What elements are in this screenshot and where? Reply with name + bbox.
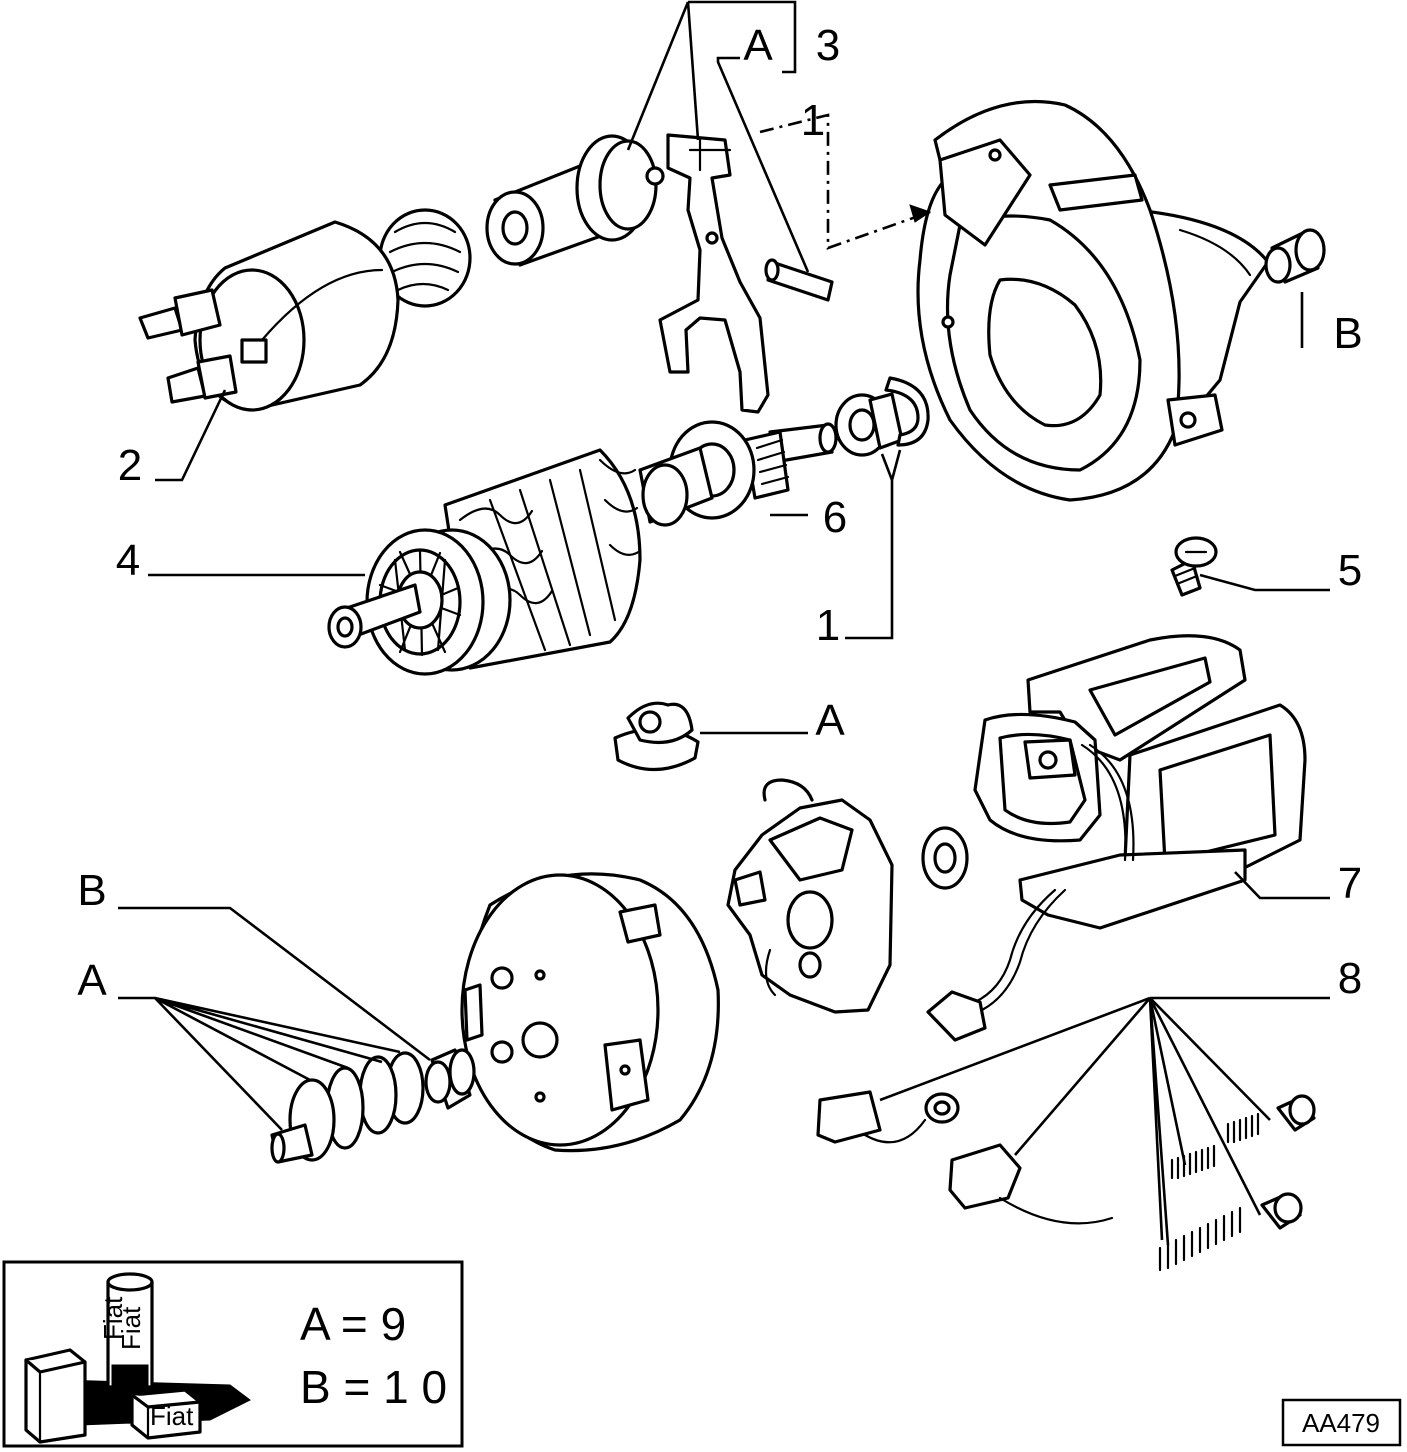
callout-2: 2 (118, 441, 142, 490)
brush-holder-plate (726, 778, 894, 1014)
lever-pivot-pin (764, 258, 834, 302)
armature-assembly (327, 420, 838, 676)
callout-b-left: B (77, 866, 106, 915)
drive-end-bushing (1264, 228, 1326, 284)
callout-8: 8 (1338, 954, 1362, 1003)
drive-end-housing (916, 99, 1270, 502)
can-brand-label-1: Fiat (98, 1296, 128, 1340)
callout-b-right: B (1333, 309, 1362, 358)
can-brand-label-2: Fiat (116, 1306, 146, 1350)
stop-ring-and-circlip (834, 376, 930, 457)
reference-code: AA479 (1302, 1408, 1380, 1438)
commutator-end-bushing-and-shims (270, 1048, 476, 1164)
commutator-end-cover (460, 872, 720, 1153)
callout-1-top: 1 (801, 96, 825, 145)
callout-3: 3 (816, 21, 840, 70)
box-brand-label: Fiat (150, 1401, 194, 1431)
legend-line-b: B = 1 0 (300, 1361, 447, 1413)
legend-line-a: A = 9 (300, 1298, 406, 1350)
callout-a-middle: A (815, 696, 845, 745)
lubricant-legend: Fiat Fiat Fiat A = 9 B = 1 0 (2, 1260, 464, 1448)
callout-a-left: A (77, 956, 107, 1005)
drive-fork-lever (658, 133, 770, 414)
callout-6: 6 (823, 493, 847, 542)
solenoid-plunger (485, 134, 665, 267)
callout-1: 1 (816, 601, 840, 650)
field-coil-winding (926, 634, 1307, 1042)
thrust-washer (921, 826, 969, 890)
reference-code-box: AA479 (1281, 1398, 1402, 1447)
solenoid-switch (138, 208, 472, 412)
callout-labels: 1 A 3 B 2 6 4 5 1 A 7 B 8 A (77, 21, 1362, 1005)
leader-lines (118, 0, 1330, 1246)
fiat-lubricant-icon: Fiat Fiat Fiat (24, 1272, 251, 1444)
callout-5: 5 (1338, 546, 1362, 595)
rubber-grommet (613, 701, 700, 772)
housing-screw (1170, 536, 1218, 597)
assembly-direction-arrow (759, 113, 932, 250)
callout-7: 7 (1338, 859, 1362, 908)
brushes-and-springs (816, 1090, 1316, 1272)
callout-4: 4 (116, 536, 140, 585)
callout-a-top: A (743, 21, 773, 70)
